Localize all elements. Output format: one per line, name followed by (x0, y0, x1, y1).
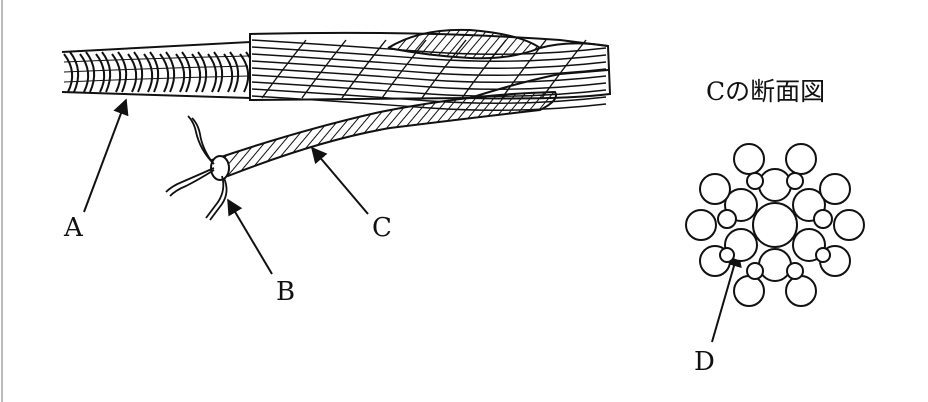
core-c-strip (210, 90, 557, 181)
strand-twist (159, 53, 170, 93)
strand-twist (79, 53, 90, 93)
strand-twist (133, 51, 144, 93)
wire-circle (819, 173, 851, 205)
strand-twist (143, 53, 154, 93)
wire-circle (733, 143, 765, 175)
label-c: C (372, 213, 392, 243)
section-title: Cの断面図 (706, 77, 825, 106)
arrow-b (227, 198, 273, 275)
wire-line (501, 39, 547, 99)
strand-twist (101, 51, 112, 93)
wire-circle (833, 209, 865, 241)
wire-circle (786, 262, 804, 280)
rope-strands-a (61, 40, 256, 100)
strand-twist (197, 51, 208, 93)
label-b: B (276, 277, 295, 307)
pointer-arrows (83, 98, 742, 343)
wire-circle (746, 262, 764, 280)
strand-fiber (63, 75, 249, 83)
wire-circle (717, 209, 737, 229)
wire-circle (786, 172, 804, 190)
strand-fiber (63, 55, 249, 63)
arrow-d (711, 250, 742, 343)
wire-circle (733, 275, 765, 307)
cross-section-c (685, 143, 865, 307)
label-a: A (63, 213, 84, 243)
wire-line (251, 67, 607, 83)
wire-line (261, 39, 307, 99)
frayed-fibers-b (165, 115, 228, 221)
wire-circle (813, 209, 833, 229)
strand-twist (175, 53, 186, 93)
wire-circle (785, 275, 817, 307)
strand-twist (95, 53, 106, 93)
wire-line (341, 39, 387, 99)
strand-fiber (63, 65, 249, 73)
wire-circle (758, 248, 792, 282)
wire-circle (719, 247, 735, 263)
label-d: D (694, 347, 715, 377)
strand-twist (213, 51, 224, 93)
strand-twist (63, 53, 74, 93)
strand-twist (165, 51, 176, 93)
arrow-a (83, 98, 129, 213)
wire-circle (752, 202, 798, 248)
strand-twist (127, 53, 138, 93)
wire-circle (699, 173, 731, 205)
wire-line (301, 39, 347, 99)
wire-circle (785, 143, 817, 175)
strand-twist (149, 51, 160, 93)
strand-twist (223, 53, 234, 93)
wire-circle (685, 209, 717, 241)
wire-circle (815, 247, 831, 263)
strand-twist (229, 51, 240, 93)
strand-twist (117, 51, 128, 93)
strand-twist (181, 51, 192, 93)
strand-twist (111, 53, 122, 93)
wire-line (251, 60, 607, 76)
wire-line (251, 46, 607, 62)
wire-circle (746, 172, 764, 190)
strand-twist (239, 53, 250, 93)
wire-circle (758, 168, 792, 202)
wire-line (251, 53, 607, 69)
arrow-c (310, 146, 369, 215)
